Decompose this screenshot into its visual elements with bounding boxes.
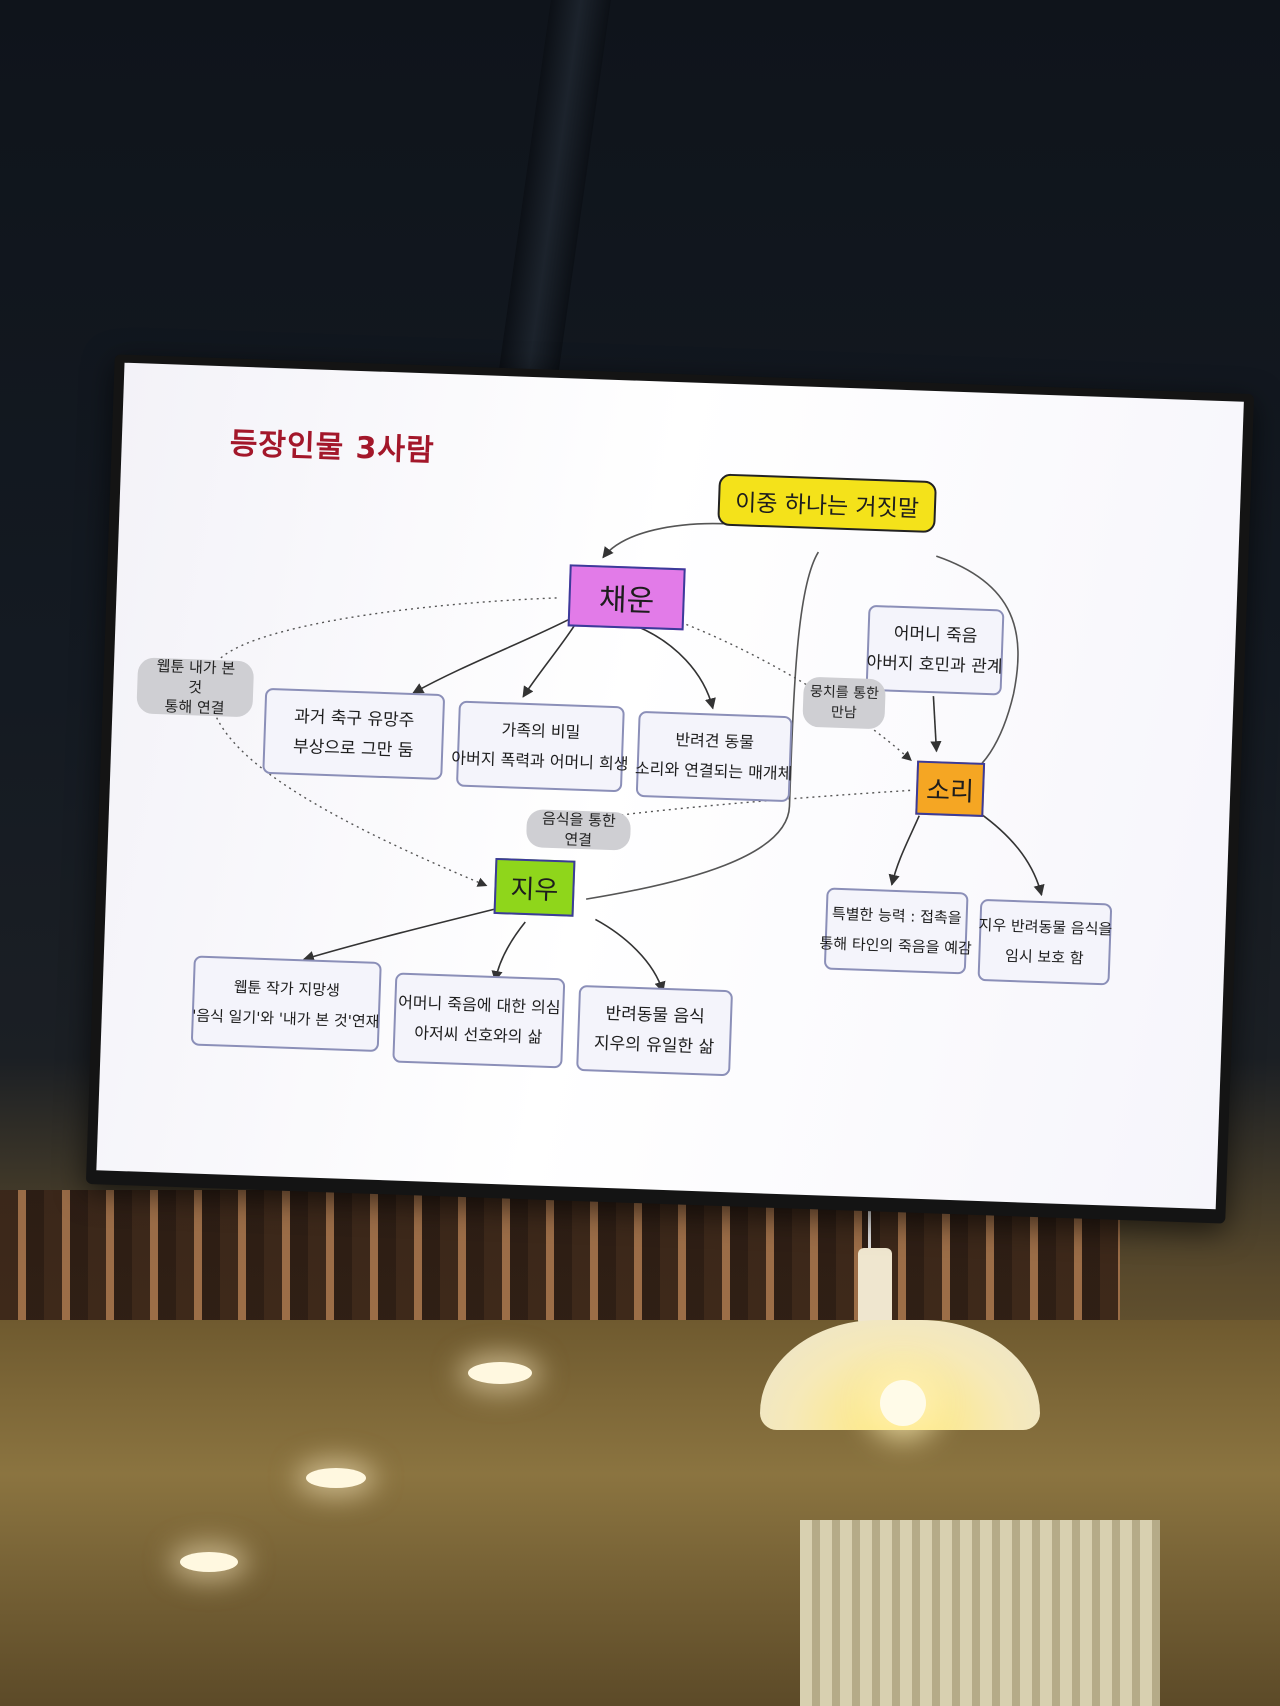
link-label-food: 음식을 통한 연결	[525, 809, 632, 851]
info-line: 소리와 연결되는 매개체	[634, 758, 793, 784]
info-line: 특별한 능력 : 접촉을	[831, 904, 962, 928]
edge-jiu-to-mother	[491, 921, 526, 983]
info-jiu-webtoon: 웹툰 작가 지망생 '음식 일기'와 '내가 본 것'연재	[190, 955, 382, 1052]
node-chaeun: 채운	[567, 564, 686, 631]
info-sori-mother: 어머니 죽음 아버지 호민과 관계	[865, 604, 1005, 696]
edge-mother-to-sori	[930, 696, 942, 753]
info-chaeun-pet: 반려견 동물 소리와 연결되는 매개체	[634, 710, 793, 803]
downlight	[306, 1468, 366, 1488]
info-line: 반려동물 음식	[605, 1003, 706, 1028]
info-line: 가족의 비밀	[501, 720, 581, 742]
edge-jiu-to-pet	[595, 918, 666, 993]
info-line: 아버지 폭력과 어머니 희생	[451, 748, 629, 774]
pill-line: 통해 연결	[164, 697, 225, 718]
info-line: 아버지 호민과 관계	[866, 652, 1003, 678]
lamp-cord	[868, 1198, 871, 1248]
info-chaeun-family: 가족의 비밀 아버지 폭력과 어머니 희생	[451, 700, 629, 793]
curtain	[800, 1520, 1160, 1706]
pill-line: 웹툰 내가 본 것	[156, 657, 236, 697]
node-lie: 이중 하나는 거짓말	[717, 473, 937, 534]
info-jiu-mother: 어머니 죽음에 대한 의심 아저씨 선호와의 삶	[392, 972, 566, 1069]
info-line: 부상으로 그만 둠	[292, 736, 414, 762]
link-label-webtoon: 웹툰 내가 본 것 통해 연결	[136, 657, 255, 718]
slide-screen: 등장인물 3사람 이중 하나는 거짓말 채운 소리 지우 과거 축구 유망주 부…	[96, 362, 1244, 1210]
info-line: 임시 보호 함	[1004, 946, 1084, 968]
node-jiu: 지우	[493, 857, 576, 917]
info-line: 웹툰 작가 지망생	[233, 977, 341, 1000]
node-jiu-label: 지우	[509, 874, 559, 906]
info-sori-pet: 지우 반려동물 음식을 임시 보호 함	[977, 898, 1113, 986]
downlight	[180, 1552, 238, 1572]
edge-chaeun-to-pet	[635, 624, 716, 710]
info-line: 지우 반려동물 음식을	[978, 915, 1113, 939]
lamp-bulb	[880, 1380, 926, 1426]
edge-jiu-to-webtoon	[302, 905, 506, 962]
info-line: 어머니 죽음	[893, 623, 978, 647]
info-sori-ability: 특별한 능력 : 접촉을 통해 타인의 죽음을 예감	[819, 887, 972, 975]
node-sori-label: 소리	[925, 775, 975, 808]
tv-monitor: 등장인물 3사람 이중 하나는 거짓말 채운 소리 지우 과거 축구 유망주 부…	[85, 354, 1255, 1224]
info-line: 과거 축구 유망주	[293, 706, 415, 732]
info-line: '음식 일기'와 '내가 본 것'연재	[191, 1006, 380, 1031]
info-jiu-pet: 반려동물 음식 지우의 유일한 삶	[576, 984, 734, 1077]
info-line: 아저씨 선호와의 삶	[414, 1023, 543, 1047]
info-line: 반려견 동물	[675, 730, 755, 752]
info-line: 통해 타인의 죽음을 예감	[819, 934, 973, 958]
edge-chaeun-to-family	[522, 623, 577, 698]
edge-sori-to-pet	[978, 812, 1045, 897]
info-line: 지우의 유일한 삶	[593, 1033, 715, 1058]
downlight	[468, 1362, 532, 1384]
pill-line: 음식을 통한 연결	[541, 809, 617, 850]
node-sori: 소리	[915, 760, 986, 817]
lamp-neck	[858, 1248, 892, 1326]
slide-title: 등장인물 3사람	[229, 426, 436, 469]
info-chaeun-past: 과거 축구 유망주 부상으로 그만 둠	[262, 687, 446, 781]
pill-line: 만남	[830, 704, 857, 722]
edge-chaeun-to-past	[412, 617, 572, 694]
edge-lie-to-jiu	[585, 551, 820, 900]
edge-sori-to-ability	[888, 815, 920, 886]
pill-line: 뭉치를 통한	[809, 683, 880, 703]
node-lie-label: 이중 하나는 거짓말	[734, 490, 920, 523]
link-label-bungchi: 뭉치를 통한 만남	[802, 676, 886, 730]
node-chaeun-label: 채운	[598, 582, 655, 620]
edge-lie-to-chaeun	[602, 522, 725, 559]
